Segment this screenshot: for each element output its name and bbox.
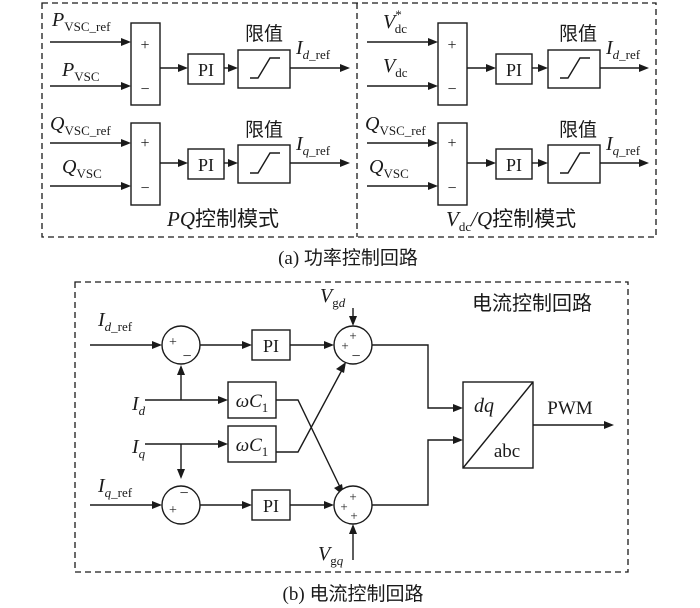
sign-minus: − (447, 81, 456, 98)
pq-sum-block-p (130, 22, 161, 106)
label-iq-ref-2: Iq_ref (605, 133, 641, 158)
label-id: Id (131, 393, 146, 418)
label-q-vsc-2: QVSC (369, 156, 409, 181)
label-id-ref-2: Id_ref (605, 37, 641, 62)
vdcq-pi-block-q (495, 148, 533, 180)
label-q-vsc: QVSC (62, 156, 102, 181)
pq-mode-title: PQ控制模式 (166, 207, 279, 231)
sign-plus: + (447, 135, 456, 152)
cross-line-q (276, 369, 343, 453)
pi-label: PI (198, 60, 214, 80)
pq-pi-block-q (187, 148, 225, 180)
pq-mode: PVSC_ref PVSC + − PI 限值 Id_ref QVSC_ref … (50, 9, 350, 231)
limit-label: 限值 (559, 23, 597, 45)
sign-plus: + (341, 338, 348, 353)
label-q-vsc-ref-2: QVSC_ref (365, 113, 426, 138)
label-vgd: Vgd (320, 285, 346, 310)
sign-plus: + (349, 489, 356, 504)
pi-label: PI (198, 155, 214, 175)
saturation-icon (250, 152, 280, 174)
transform-abc-label: abc (494, 441, 520, 462)
cross-line-d (276, 399, 341, 488)
sign-plus: + (140, 37, 149, 54)
pi-label: PI (263, 496, 279, 516)
label-id-ref: Id_ref (295, 37, 331, 62)
sign-minus: − (140, 180, 149, 197)
limit-label: 限值 (245, 119, 283, 141)
line-to-dq-q (372, 439, 454, 506)
omega-c1-label: ωC1 (236, 391, 269, 415)
label-p-vsc: PVSC (61, 59, 100, 84)
limit-label: 限值 (559, 119, 597, 141)
sign-plus: + (169, 503, 177, 518)
omega-c1-block-q (227, 425, 277, 463)
label-q-vsc-ref: QVSC_ref (50, 113, 111, 138)
pi-label: PI (506, 155, 522, 175)
saturation-icon (250, 57, 280, 79)
limit-label: 限值 (245, 23, 283, 45)
sign-minus: − (140, 81, 149, 98)
line-to-dq-d (372, 344, 454, 409)
panel-b-frame (74, 281, 629, 573)
pwm-arrow (604, 421, 614, 429)
label-vdc: Vdc (383, 55, 408, 80)
sign-minus: − (179, 485, 188, 502)
saturation-icon (560, 152, 590, 174)
pi-label: PI (263, 336, 279, 356)
caption-b: (b) 电流控制回路 (283, 583, 424, 605)
label-vdc-star: V*dc (383, 7, 407, 36)
sign-plus: + (447, 37, 456, 54)
vdcq-mode-title: Vdc/Q控制模式 (446, 207, 576, 234)
pi-label: PI (506, 60, 522, 80)
pi-block-q (251, 489, 291, 521)
caption-a: (a) 功率控制回路 (278, 247, 418, 269)
vdcq-sum-block-q (437, 122, 468, 206)
label-vgq: Vgq (318, 543, 344, 568)
panel-b-title: 电流控制回路 (472, 292, 592, 315)
label-iq: Iq (131, 436, 146, 461)
omega-c1-block-d (227, 381, 277, 419)
vdcq-mode: V*dc Vdc + − PI 限值 Id_ref QVSC_ref QVSC … (365, 7, 649, 234)
transform-diagonal (462, 381, 534, 469)
pq-pi-block-p (187, 53, 225, 85)
sign-plus: + (169, 335, 177, 350)
sign-plus: + (140, 135, 149, 152)
sign-plus: + (350, 508, 357, 523)
omega-c1-label: ωC1 (236, 435, 269, 459)
pq-sum-block-q (130, 122, 161, 206)
pq-limiter-q (237, 144, 291, 184)
cross-arrow-q (336, 362, 346, 373)
sign-minus: − (182, 348, 191, 365)
sign-plus: + (349, 328, 356, 343)
sign-minus: − (447, 180, 456, 197)
vdcq-sum-block-v (437, 22, 468, 106)
label-p-vsc-ref: PVSC_ref (51, 9, 111, 34)
label-iq-ref-b: Iq_ref (97, 475, 133, 500)
panel-a: PVSC_ref PVSC + − PI 限值 Id_ref QVSC_ref … (41, 2, 657, 269)
label-id-ref-b: Id_ref (97, 309, 133, 334)
transform-dq-label: dq (474, 395, 494, 417)
vdcq-pi-block-v (495, 53, 533, 85)
sum-junction-d (161, 325, 201, 365)
pwm-label: PWM (547, 398, 593, 419)
panel-a-frame (41, 2, 657, 238)
panel-b: 电流控制回路 Id_ref + − PI + + − Vgd Id ωC1 Iq… (74, 281, 629, 605)
sign-minus: − (351, 348, 360, 365)
saturation-icon (560, 57, 590, 79)
pi-block-d (251, 329, 291, 361)
sign-plus: + (340, 499, 347, 514)
label-iq-ref: Iq_ref (295, 133, 331, 158)
